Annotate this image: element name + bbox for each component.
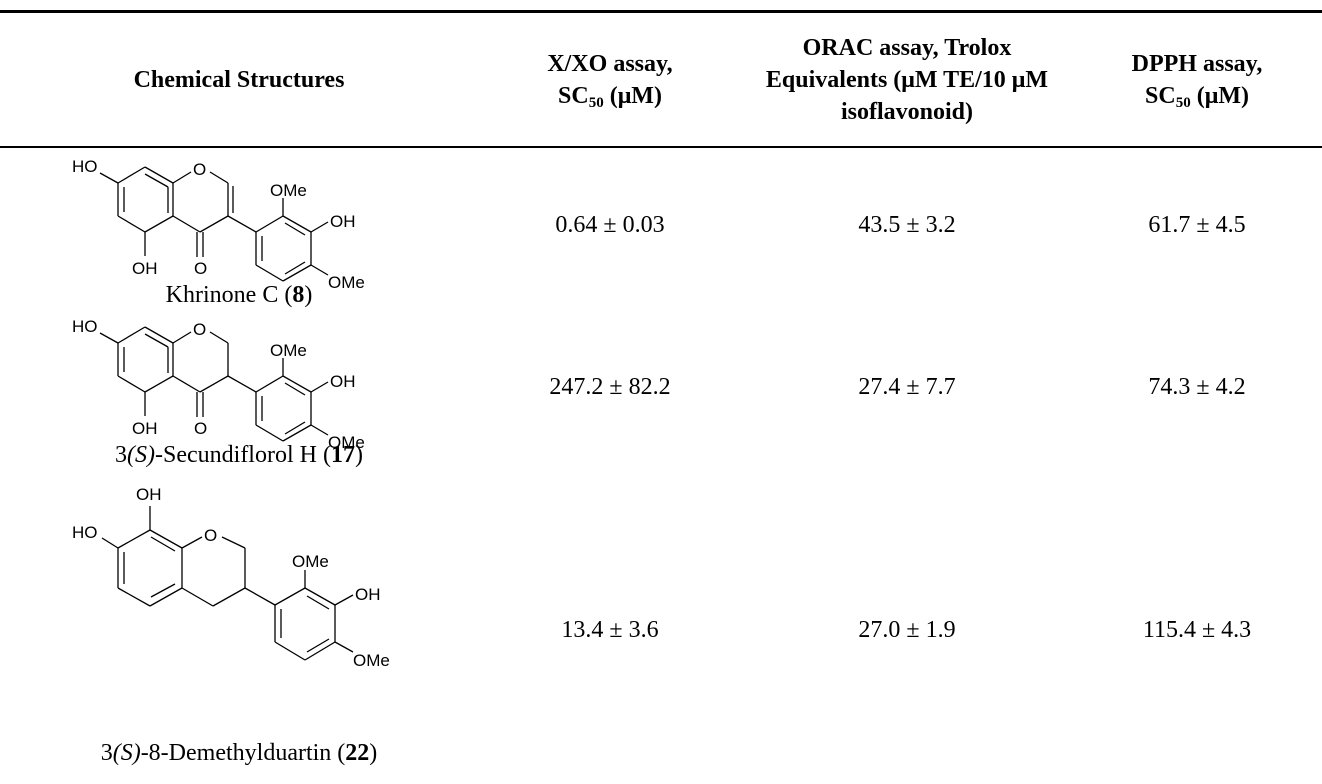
header-dpph-line2: SC50 (μM) — [1132, 80, 1263, 112]
header-orac-assay: ORAC assay, Trolox Equivalents (μM TE/10… — [742, 13, 1072, 146]
label-ome-top: OMe — [270, 181, 307, 200]
header-orac-line1: ORAC assay, Trolox — [802, 34, 1012, 61]
row2-orac-value: 27.4 ± 7.7 — [858, 373, 956, 400]
label-oh-right: OH — [330, 372, 356, 391]
header-dpph-sc: SC — [1145, 82, 1176, 109]
label-ome-top: OMe — [292, 552, 329, 571]
header-dpph-line1: DPPH assay, — [1131, 50, 1263, 77]
label-ho: HO — [72, 157, 98, 176]
label-ho: HO — [72, 523, 98, 542]
structure-demethylduartin: OH HO O OMe OH OMe — [72, 485, 390, 670]
label-oh-right: OH — [355, 585, 381, 604]
row3-dpph-value: 115.4 ± 4.3 — [1142, 616, 1252, 643]
header-xxo-unit: (μM) — [603, 82, 662, 109]
label-ome-bottom: OMe — [328, 433, 365, 452]
label-ring-o: O — [204, 526, 217, 545]
row2-xxo-value: 247.2 ± 82.2 — [549, 373, 671, 400]
row3-xxo-value: 13.4 ± 3.6 — [561, 616, 659, 643]
table-header-rule — [0, 146, 1322, 148]
header-chemical-structures: Chemical Structures — [0, 13, 478, 146]
label-ring-o: O — [193, 320, 206, 339]
structure-secundiflorol-h: HO O OMe OH OMe OH O — [72, 317, 365, 452]
structure-khrinone-c: HO O OMe OH OMe OH O — [72, 157, 365, 292]
header-dpph-unit: (μM) — [1190, 82, 1249, 109]
header-xxo-assay: X/XO assay, SC50 (μM) — [478, 13, 742, 146]
row1-orac-value: 43.5 ± 3.2 — [858, 211, 956, 238]
label-ome-bottom: OMe — [328, 273, 365, 292]
header-dpph-assay: DPPH assay, SC50 (μM) — [1072, 13, 1322, 146]
row2-dpph-value: 74.3 ± 4.2 — [1148, 373, 1246, 400]
label-ho: HO — [72, 317, 98, 336]
compound-name-row3: 3(S)-8-Demethylduartin (22) — [100, 740, 378, 766]
compound-name-row1: Khrinone C (8) — [165, 282, 313, 308]
row1-dpph-value: 61.7 ± 4.5 — [1148, 211, 1246, 238]
row1-xxo-value: 0.64 ± 0.03 — [555, 211, 665, 238]
label-oh-c5: OH — [132, 419, 158, 438]
label-ome-top: OMe — [270, 341, 307, 360]
header-xxo-sc: SC — [558, 82, 589, 109]
header-xxo-line2: SC50 (μM) — [547, 80, 672, 112]
row3-orac-value: 27.0 ± 1.9 — [858, 616, 956, 643]
label-oh-c8: OH — [136, 485, 162, 504]
label-carbonyl-o: O — [194, 259, 207, 278]
header-dpph-subscript: 50 — [1175, 94, 1191, 111]
header-orac-line3: isoflavonoid) — [840, 98, 973, 125]
label-carbonyl-o: O — [194, 419, 207, 438]
header-orac-line2: Equivalents (μM TE/10 μM — [765, 66, 1049, 93]
label-oh-right: OH — [330, 212, 356, 231]
header-xxo-subscript: 50 — [588, 94, 604, 111]
compound-name-row2: 3(S)-Secundiflorol H (17) — [115, 442, 363, 468]
label-ome-bottom: OMe — [353, 651, 390, 670]
header-structures-label: Chemical Structures — [133, 66, 345, 93]
label-ring-o: O — [193, 160, 206, 179]
header-xxo-line1: X/XO assay, — [547, 50, 673, 77]
table-top-rule — [0, 10, 1322, 13]
label-oh-c5: OH — [132, 259, 158, 278]
